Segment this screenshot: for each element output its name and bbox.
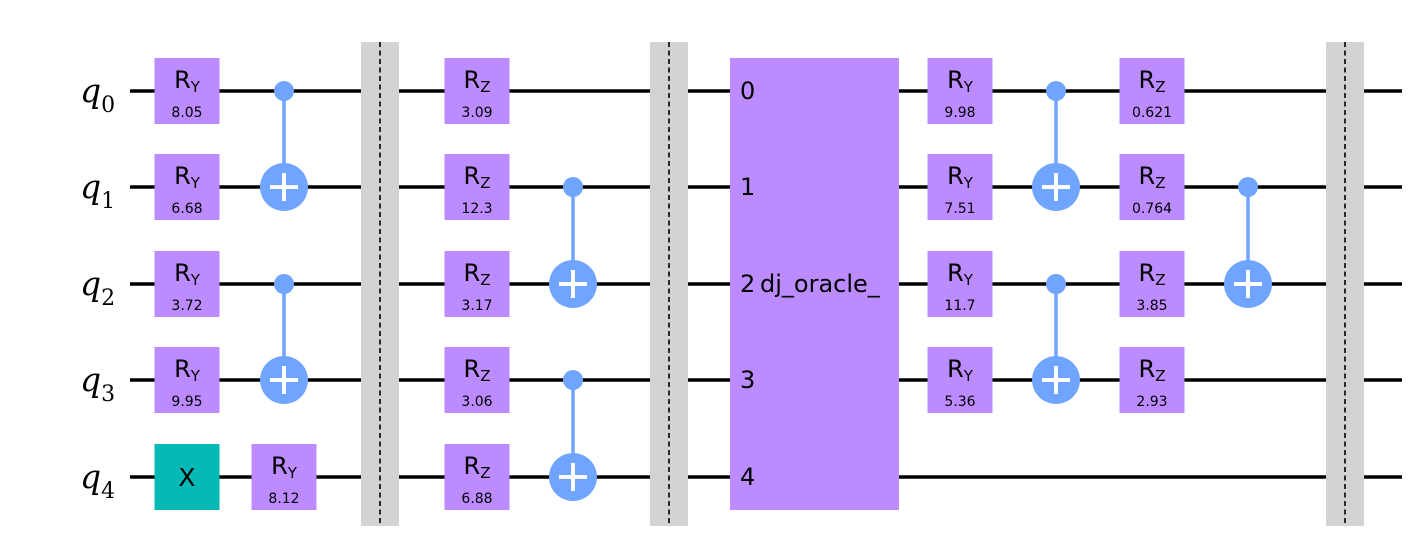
rz-gate-q3: RZ 3.06	[444, 347, 510, 413]
ry-gate-q4: RY 8.12	[251, 444, 317, 510]
rz-gate-q0: RZ 3.09	[444, 58, 510, 124]
ry-gate-q3: RY 5.36	[927, 347, 993, 413]
qubit-label-1: q1	[80, 167, 115, 214]
gate-label: RY	[271, 452, 298, 482]
qubit-label-3: q3	[80, 360, 115, 407]
gate-label: RZ	[464, 66, 491, 96]
ry-gate-q1: RY 6.68	[154, 154, 220, 220]
ry-gate-q3: RY 9.95	[154, 347, 220, 413]
gate-label: RZ	[464, 355, 491, 385]
oracle-name: dj_oracle_	[760, 270, 881, 298]
gate-label: RZ	[464, 259, 491, 289]
gate-param: 11.7	[944, 298, 975, 314]
rz-gate-q3: RZ 2.93	[1119, 347, 1185, 413]
gate-param: 9.98	[944, 105, 975, 121]
oracle-port-0: 0	[740, 77, 755, 105]
gate-param: 0.621	[1132, 105, 1172, 121]
target-plus-icon	[1224, 260, 1272, 308]
gate-param: 5.36	[944, 394, 975, 410]
qubit-label-0: q0	[80, 71, 115, 118]
gate-label: RY	[174, 259, 201, 289]
gate-label: RY	[947, 66, 974, 96]
cnot-q3-q4	[549, 370, 597, 501]
rz-gate-q2: RZ 3.85	[1119, 251, 1185, 317]
gate-label: RZ	[1139, 355, 1166, 385]
gate-label: RZ	[1139, 66, 1166, 96]
qubit-label-4: q4	[80, 457, 115, 504]
control-dot	[563, 370, 583, 390]
ry-gate-q1: RY 7.51	[927, 154, 993, 220]
barriers	[361, 42, 1364, 526]
control-dot	[1046, 274, 1066, 294]
gate-label: RZ	[1139, 259, 1166, 289]
gate-label: RY	[174, 66, 201, 96]
barrier-3	[1326, 42, 1364, 526]
gate-param: 6.68	[171, 201, 202, 217]
oracle-port-4: 4	[740, 463, 755, 491]
oracle-port-1: 1	[740, 173, 755, 201]
gate-label: RY	[174, 355, 201, 385]
gate-param: 9.95	[171, 394, 202, 410]
rz-gate-q1: RZ 12.3	[444, 154, 510, 220]
cnot-q0-q1	[1032, 81, 1080, 211]
barrier-2	[650, 42, 688, 526]
gate-param: 12.3	[461, 201, 492, 217]
cnot-q0-q1	[260, 81, 308, 211]
qubit-labels: q0 q1 q2 q3 q4	[80, 71, 115, 504]
gate-param: 0.764	[1132, 201, 1172, 217]
cnot-q2-q3	[260, 274, 308, 404]
target-plus-icon	[260, 163, 308, 211]
control-dot	[1046, 81, 1066, 101]
control-dot	[274, 274, 294, 294]
gate-param: 3.09	[461, 105, 492, 121]
control-dot	[274, 81, 294, 101]
x-gate-q4: X	[154, 444, 220, 510]
barrier-1	[361, 42, 399, 526]
oracle-port-2: 2	[740, 270, 755, 298]
target-plus-icon	[260, 356, 308, 404]
gate-param: 7.51	[944, 201, 975, 217]
qubit-label-2: q2	[80, 264, 115, 311]
rz-gate-q2: RZ 3.17	[444, 251, 510, 317]
gate-param: 6.88	[461, 491, 492, 507]
gate-label: RY	[174, 162, 201, 192]
gate-param: 3.72	[171, 298, 202, 314]
gate-param: 3.06	[461, 394, 492, 410]
gate-param: 8.12	[268, 491, 299, 507]
oracle-port-3: 3	[740, 366, 755, 394]
gate-param: 3.17	[461, 298, 492, 314]
gate-param: 3.85	[1136, 298, 1167, 314]
gate-param: 2.93	[1136, 394, 1167, 410]
gate-label: RY	[947, 259, 974, 289]
cnot-q1-q2	[549, 177, 597, 308]
ry-gate-q2: RY 11.7	[927, 251, 993, 317]
gate-label: RY	[947, 162, 974, 192]
rz-gate-q1: RZ 0.764	[1119, 154, 1185, 220]
ry-gate-q0: RY 9.98	[927, 58, 993, 124]
rz-gate-q0: RZ 0.621	[1119, 58, 1185, 124]
control-dot	[563, 177, 583, 197]
control-dot	[1238, 177, 1258, 197]
gate-label: RY	[947, 355, 974, 385]
target-plus-icon	[1032, 356, 1080, 404]
gate-label: RZ	[464, 452, 491, 482]
rz-gate-q4: RZ 6.88	[444, 444, 510, 510]
gate-label: RZ	[464, 162, 491, 192]
gate-label: RZ	[1139, 162, 1166, 192]
cnot-q1-q2	[1224, 177, 1272, 308]
ry-gate-q0: RY 8.05	[154, 58, 220, 124]
cnot-q2-q3	[1032, 274, 1080, 404]
target-plus-icon	[549, 453, 597, 501]
gate-label: X	[178, 463, 195, 492]
gate-param: 8.05	[171, 105, 202, 121]
target-plus-icon	[549, 260, 597, 308]
dj-oracle-block: 0 1 2 3 4 dj_oracle_	[730, 58, 899, 510]
ry-gate-q2: RY 3.72	[154, 251, 220, 317]
target-plus-icon	[1032, 163, 1080, 211]
